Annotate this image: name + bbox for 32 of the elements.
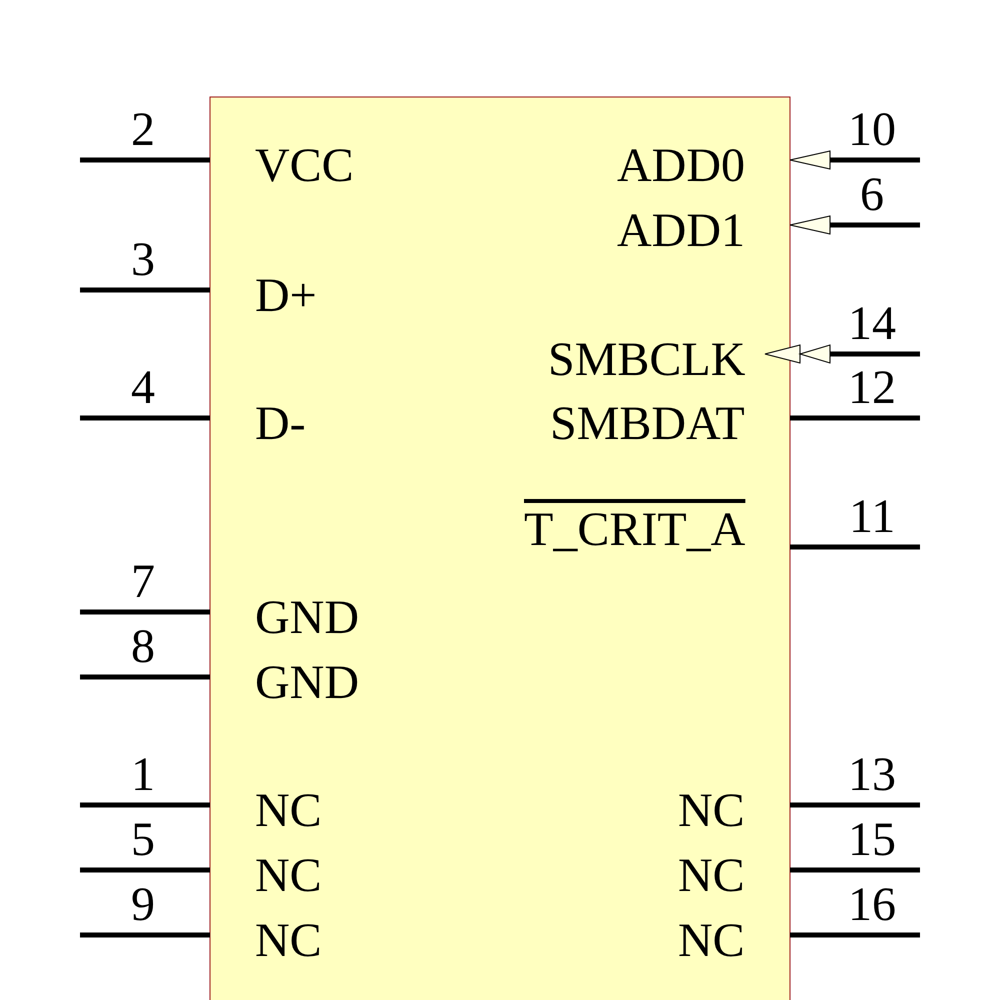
pin-number: 8 [131, 623, 155, 671]
pin-number: 1 [131, 751, 155, 799]
pin-label: SMBDAT [550, 400, 745, 448]
pin-label: NC [255, 852, 322, 900]
pin-number: 9 [131, 881, 155, 929]
pin-label: NC [678, 852, 745, 900]
pin-label: D+ [255, 272, 317, 320]
pin-label: NC [255, 917, 322, 965]
pin-number: 7 [131, 558, 155, 606]
pin-number: 13 [848, 751, 896, 799]
pin-label: GND [255, 594, 359, 642]
pin-number: 2 [131, 106, 155, 154]
pin-label: NC [678, 917, 745, 965]
pin-number: 10 [848, 106, 896, 154]
pin-number: 16 [848, 881, 896, 929]
pin-label: ADD0 [617, 142, 745, 190]
pin-label: NC [678, 787, 745, 835]
pin-label: VCC [255, 142, 354, 190]
pin-number: 5 [131, 816, 155, 864]
pin-label: SMBCLK [548, 336, 746, 384]
pin-label: D- [255, 400, 306, 448]
pin-number: 3 [131, 236, 155, 284]
pin-number: 4 [131, 364, 155, 412]
pin-number: 6 [860, 171, 884, 219]
pin-label: GND [255, 659, 359, 707]
pin-label: T_CRIT_A [524, 502, 746, 558]
pin-label: NC [255, 787, 322, 835]
pin-number: 14 [848, 300, 896, 348]
pin-number: 15 [848, 816, 896, 864]
pin-label: ADD1 [617, 207, 745, 255]
pin-number: 12 [848, 364, 896, 412]
pin-number: 11 [849, 493, 896, 541]
